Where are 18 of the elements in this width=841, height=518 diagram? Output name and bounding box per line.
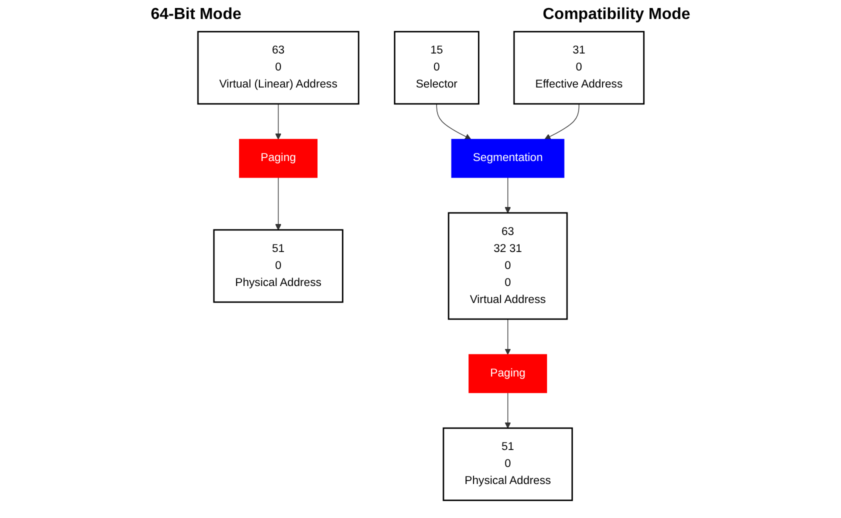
column-heading: Compatibility Mode [542, 6, 690, 24]
arrow [504, 318, 510, 355]
node-box: 51 0 Physical Address [442, 427, 572, 502]
column-heading: 64-Bit Mode [150, 6, 242, 24]
node-box: Paging [468, 354, 547, 394]
node-box: 15 0 Selector [394, 30, 479, 105]
node-box: Paging [238, 138, 318, 178]
arrow [544, 104, 579, 140]
node-box: 31 0 Effective Address [512, 30, 644, 105]
arrow [274, 104, 281, 140]
arrow [504, 177, 510, 214]
arrow [504, 392, 510, 428]
node-box: 51 0 Physical Address [212, 229, 343, 303]
arrow [274, 177, 281, 230]
arrow [436, 104, 471, 140]
node-box: 63 32 31 0 0 Virtual Address [447, 212, 568, 320]
node-box: 63 0 Virtual (Linear) Address [196, 30, 359, 105]
node-box: Segmentation [450, 138, 564, 178]
